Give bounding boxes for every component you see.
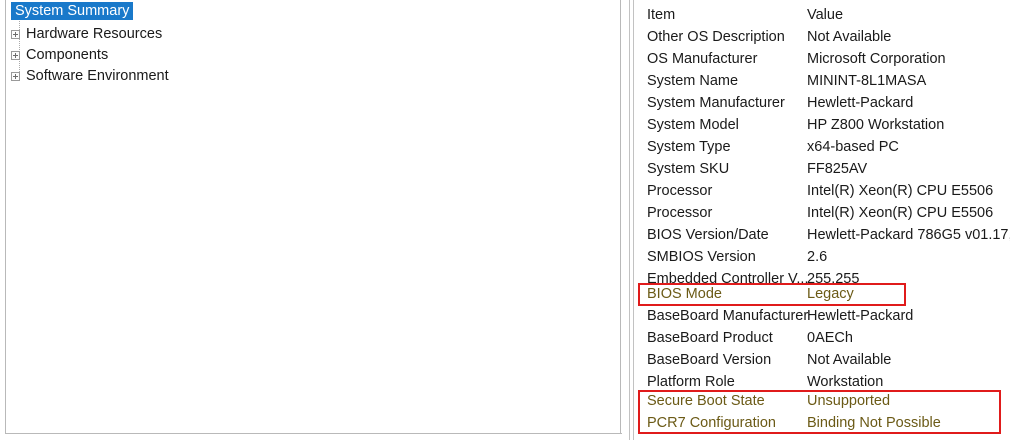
table-row[interactable]: Platform Role Workstation [636,371,1010,393]
row-item-value: HP Z800 Workstation [807,117,945,133]
table-row[interactable]: System Manufacturer Hewlett-Packard [636,92,1010,114]
row-item-label: Platform Role [647,374,735,390]
plus-box-icon[interactable] [11,50,20,60]
row-item-label: BIOS Version/Date [647,227,769,243]
navigation-tree-panel: System Summary Hardware Resources Compon… [5,0,621,434]
row-item-value: Microsoft Corporation [807,51,946,67]
column-header-value[interactable]: Value [807,7,844,23]
row-item-label: BaseBoard Version [647,352,772,368]
tree-item-components[interactable]: Components [11,45,108,65]
row-item-value: 2.6 [807,249,828,265]
table-row[interactable]: System Model HP Z800 Workstation [636,114,1010,136]
table-row-bios-mode[interactable]: BIOS Mode Legacy [636,283,1010,305]
row-item-value: x64-based PC [807,139,899,155]
row-item-label: System Manufacturer [647,95,785,111]
row-item-label: Secure Boot State [647,393,765,409]
row-item-value: 0AECh [807,330,853,346]
table-row[interactable]: System SKU FF825AV [636,158,1010,180]
tree-item-label: Hardware Resources [26,26,163,42]
row-item-label: System Name [647,73,739,89]
table-row-pcr7-configuration[interactable]: PCR7 Configuration Binding Not Possible [636,412,1010,434]
row-item-label: SMBIOS Version [647,249,756,265]
row-item-label: BaseBoard Manufacturer [647,308,809,324]
table-row[interactable]: BaseBoard Version Not Available [636,349,1010,371]
plus-box-icon[interactable] [11,71,20,81]
row-item-value: Intel(R) Xeon(R) CPU E5506 [807,183,994,199]
row-item-label: Other OS Description [647,29,785,45]
table-row[interactable]: Processor Intel(R) Xeon(R) CPU E5506 [636,180,1010,202]
row-item-value: Hewlett-Packard [807,95,914,111]
row-item-value: FF825AV [807,161,868,177]
plus-box-icon[interactable] [11,29,20,39]
row-item-value: Not Available [807,352,892,368]
column-header-item[interactable]: Item [647,7,676,23]
row-item-label: System Type [647,139,731,155]
row-item-value: Intel(R) Xeon(R) CPU E5506 [807,205,994,221]
row-item-label: Processor [647,205,713,221]
table-row[interactable]: System Name MININT-8L1MASA [636,70,1010,92]
table-row[interactable]: System Type x64-based PC [636,136,1010,158]
row-item-value: Hewlett-Packard [807,308,914,324]
panel-bottom-divider [5,433,622,434]
table-row[interactable]: SMBIOS Version 2.6 [636,246,1010,268]
row-item-value: Legacy [807,286,854,302]
row-item-value: Binding Not Possible [807,415,941,431]
tree-item-label: Components [26,47,109,63]
row-item-value: MININT-8L1MASA [807,73,927,89]
table-row-secure-boot-state[interactable]: Secure Boot State Unsupported [636,390,1010,412]
table-row[interactable]: BaseBoard Product 0AECh [636,327,1010,349]
table-row[interactable]: BaseBoard Manufacturer Hewlett-Packard [636,305,1010,327]
table-row[interactable]: BIOS Version/Date Hewlett-Packard 786G5 … [636,224,1010,246]
table-row[interactable]: OS Manufacturer Microsoft Corporation [636,48,1010,70]
row-item-label: Processor [647,183,713,199]
row-item-label: BaseBoard Product [647,330,773,346]
list-header-row: Item Value [636,4,1010,26]
tree-item-hardware-resources[interactable]: Hardware Resources [11,24,162,44]
row-item-label: System Model [647,117,739,133]
table-row[interactable]: Processor Intel(R) Xeon(R) CPU E5506 [636,202,1010,224]
row-item-value: Not Available [807,29,892,45]
tree-item-software-environment[interactable]: Software Environment [11,66,169,86]
details-list-panel: Item Value Other OS Description Not Avai… [629,0,1010,440]
table-row[interactable]: Other OS Description Not Available [636,26,1010,48]
row-item-label: PCR7 Configuration [647,415,776,431]
row-item-value: Unsupported [807,393,891,409]
row-item-label: OS Manufacturer [647,51,758,67]
row-item-label: BIOS Mode [647,286,722,302]
tree-item-system-summary[interactable]: System Summary [11,2,134,20]
tree-item-label: Software Environment [26,68,169,84]
row-item-value: Hewlett-Packard 786G5 v01.17, 8/ [807,227,1010,243]
row-item-label: System SKU [647,161,730,177]
row-item-value: Workstation [807,374,884,390]
tree-connector-line [19,21,20,76]
